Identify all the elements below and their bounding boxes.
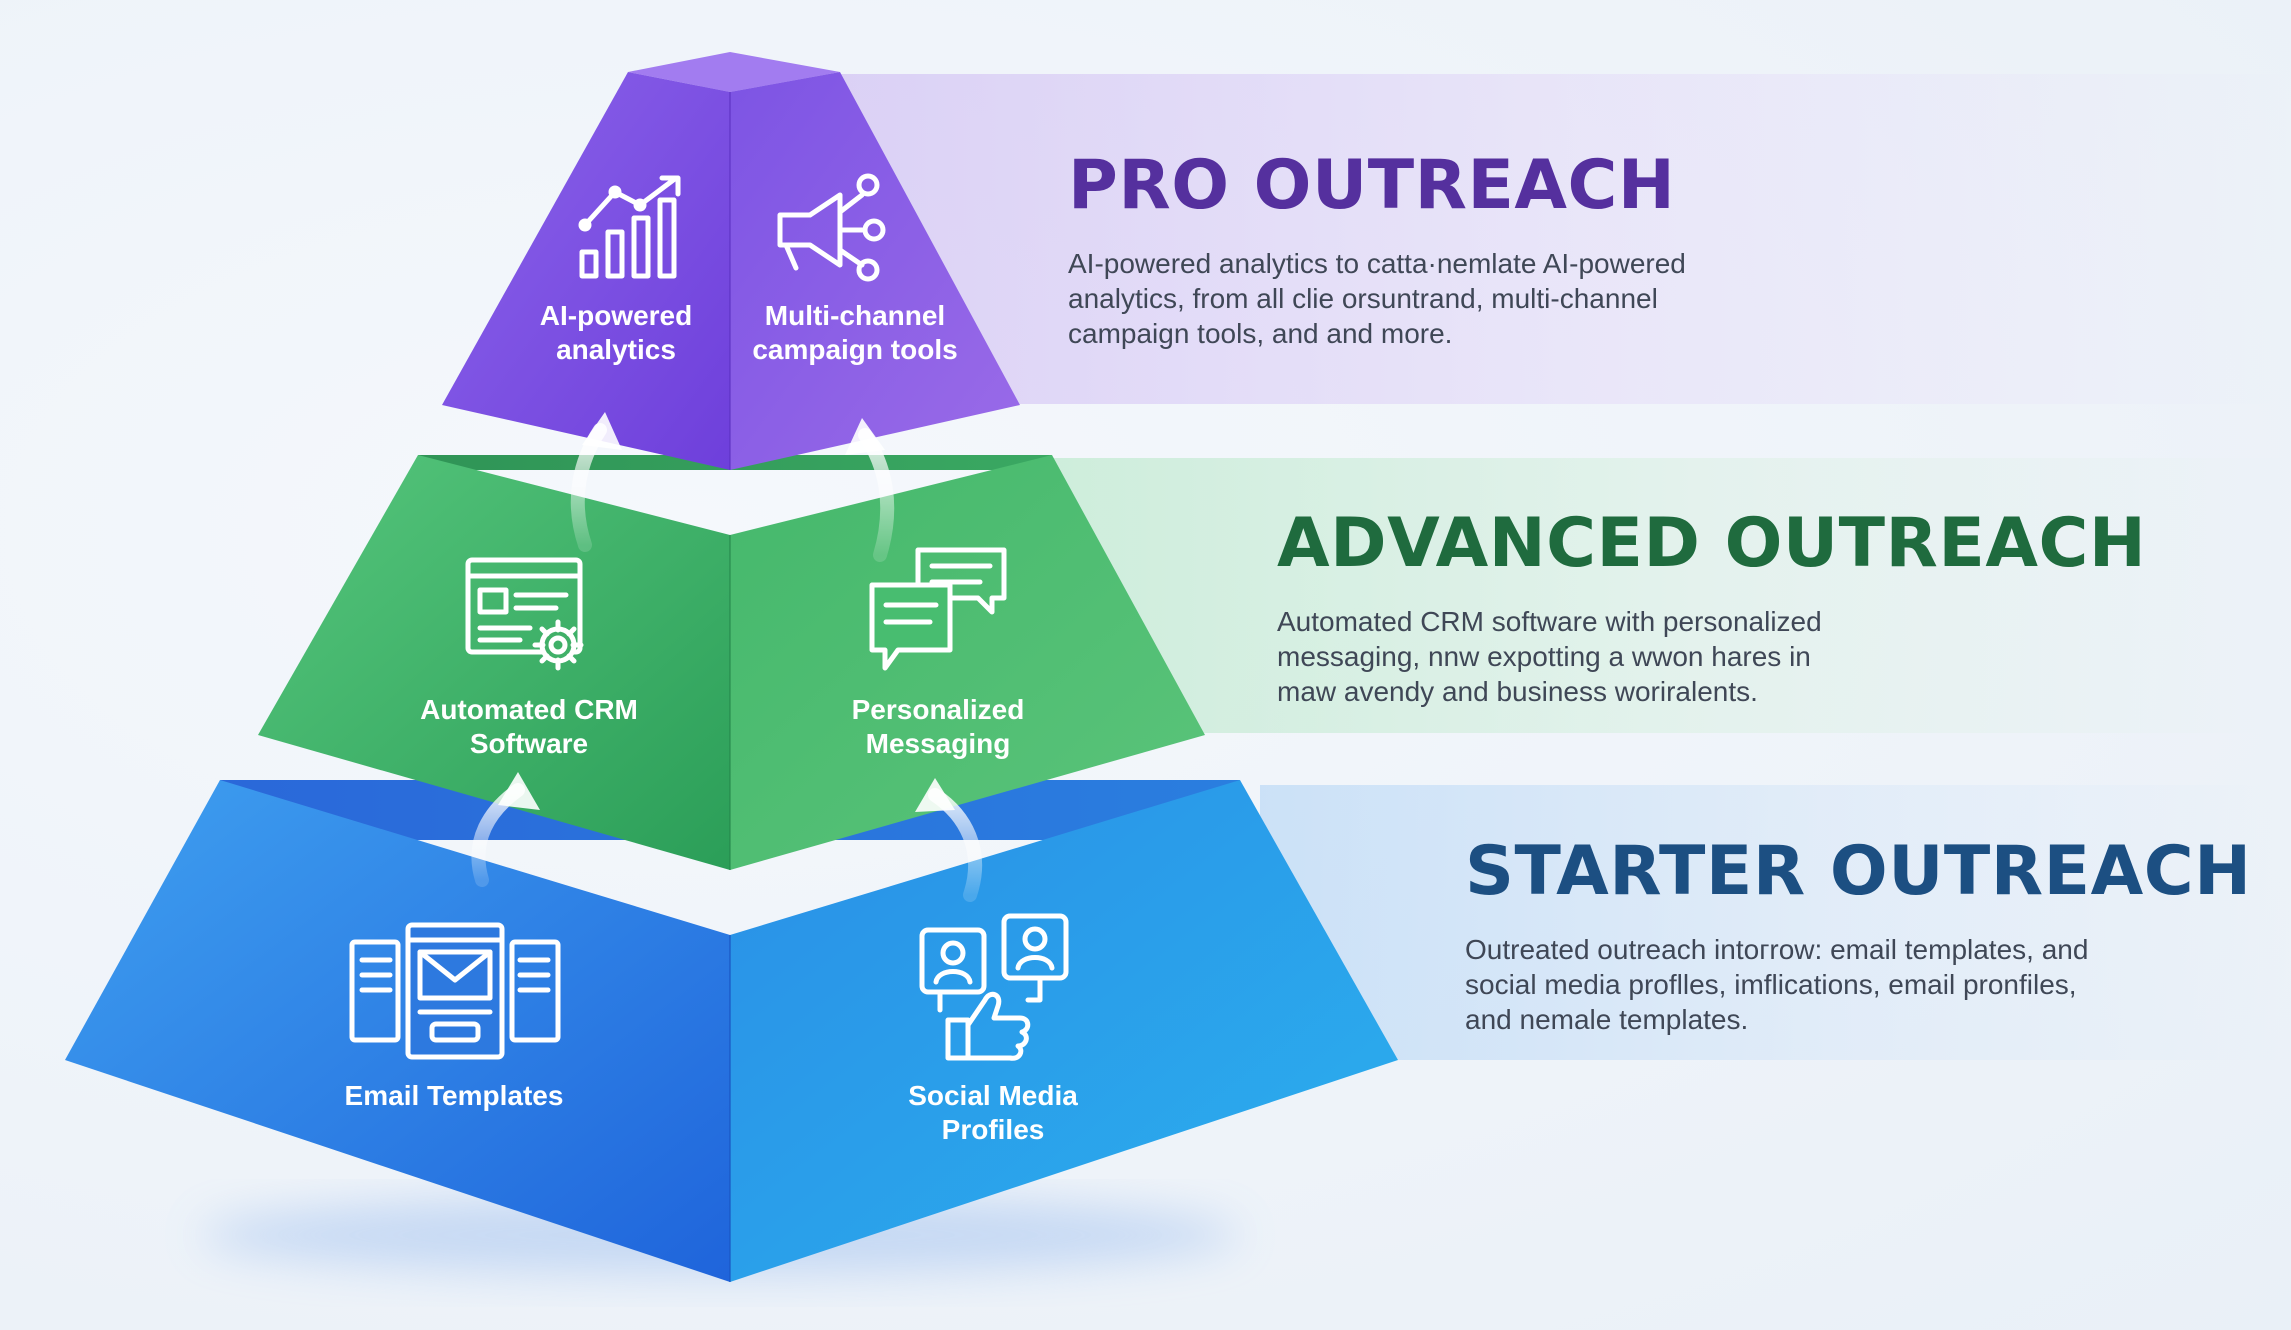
advanced-description-line: Automated CRM software with personalized: [1277, 606, 1822, 637]
crm-window-gear-icon: [465, 557, 584, 671]
advanced-info: ADVANCED OUTREACH Automated CRM software…: [1277, 510, 2146, 709]
pro-block-2-label-line-1: Multi-channel: [765, 300, 945, 331]
pro-description-line: analytics, from all clie orsuntrand, mul…: [1068, 283, 1658, 314]
email-template-icon: [349, 922, 561, 1060]
pro-description-line: AI-powered analytics to catta·nemlate AI…: [1068, 248, 1686, 279]
advanced-block-1-label-line-1: Automated CRM: [420, 694, 638, 725]
pro-description-line: campaign tools, and and more.: [1068, 318, 1453, 349]
advanced-block-2-label-line-2: Messaging: [866, 728, 1011, 759]
megaphone-network-icon: [777, 173, 886, 282]
starter-block-1-label-line-1: Email Templates: [345, 1080, 564, 1111]
starter-block-2-label-line-2: Profiles: [942, 1114, 1045, 1145]
advanced-block-1-label-line-2: Software: [470, 728, 588, 759]
starter-description-line: social media proflles, imflications, ema…: [1465, 969, 2077, 1000]
starter-description-line: and nemale templates.: [1465, 1004, 1749, 1035]
pro-info: PRO OUTREACH AI-powered analytics to cat…: [1068, 152, 1828, 351]
pro-block-2-label-line-2: campaign tools: [752, 334, 957, 365]
advanced-description-line: maw avendy and business woriralents.: [1277, 676, 1758, 707]
advanced-tier: [258, 455, 1205, 870]
advanced-description-line: messaging, nnw expotting a wwon hares in: [1277, 641, 1811, 672]
pro-block-1-label-line-1: AI-powered: [540, 300, 692, 331]
advanced-title: ADVANCED OUTREACH: [1277, 504, 2147, 583]
pro-tier: [442, 52, 1020, 470]
starter-description: Outreated outreach intoᴦrow: email templ…: [1465, 932, 2225, 1037]
arrow-heads: [498, 412, 955, 812]
starter-info: STARTER OUTREACH Outreated outreach into…: [1465, 838, 2252, 1037]
pro-description: AI-powered analytics to catta·nemlate AI…: [1068, 246, 1828, 351]
starter-band: [1260, 785, 2291, 1060]
bar-chart-trend-icon: [578, 175, 681, 279]
starter-block-2-label-line-1: Social Media: [908, 1080, 1078, 1111]
advanced-description: Automated CRM software with personalized…: [1277, 604, 2037, 709]
social-profiles-like-icon: [919, 913, 1069, 1061]
pro-block-1-label-line-2: analytics: [556, 334, 676, 365]
chat-bubbles-icon: [869, 547, 1007, 671]
advanced-block-2-label-line-1: Personalized: [852, 694, 1025, 725]
pro-title: PRO OUTREACH: [1068, 146, 1676, 225]
advanced-band: [1000, 458, 2291, 733]
starter-description-line: Outreated outreach intoᴦrow: email templ…: [1465, 934, 2089, 965]
starter-title: STARTER OUTREACH: [1465, 832, 2252, 911]
